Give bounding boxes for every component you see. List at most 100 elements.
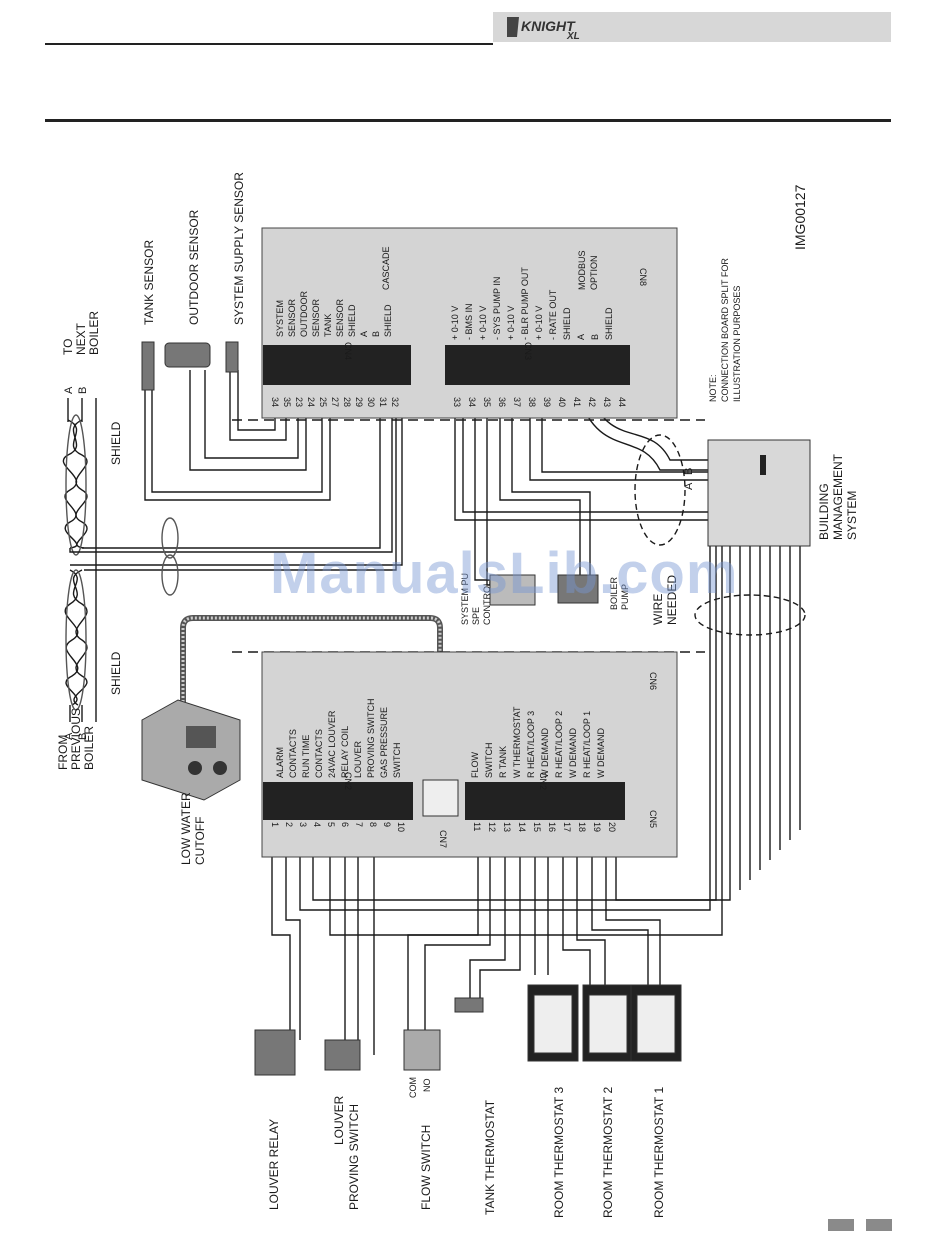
bms-a-label: A	[683, 482, 695, 490]
cn4-label: SHIELD	[383, 304, 393, 337]
bms-label: MANAGEMENT	[831, 453, 845, 540]
modbus-label: OPTION	[589, 255, 599, 290]
system-pump-label: CONTROL	[482, 581, 492, 625]
note-text: NOTE:	[708, 374, 718, 402]
louver-relay-label: LOUVER RELAY	[267, 1119, 281, 1210]
wire-note-label: WIRE	[651, 594, 665, 625]
cn2-right-label: W THERMOSTAT	[512, 706, 522, 778]
sensor-label: SYSTEM SUPPLY SENSOR	[232, 172, 246, 325]
cn2-left-label: GAS PRESSURE	[379, 707, 389, 778]
cn2-left-terminal: 3	[298, 822, 308, 827]
boiler-pump-label: BOILER	[609, 576, 619, 610]
thermostat-icons	[254, 984, 682, 1076]
cn2-right-terminal: 19	[592, 822, 602, 832]
to-next-boiler-label: BOILER	[87, 311, 101, 355]
cn2-left-name: CN2	[343, 772, 353, 790]
cn3-label: SHIELD	[562, 307, 572, 340]
cn4-terminal: 30	[366, 397, 376, 407]
footer-tab-left	[828, 1219, 854, 1231]
cn2-left-label: PROVING SWITCH	[366, 698, 376, 778]
cn3-label: B	[590, 334, 600, 340]
cn3-terminal: 39	[542, 397, 552, 407]
cn2-left-label: RELAY COIL	[340, 726, 350, 778]
cn2-left-terminal: 10	[396, 822, 406, 832]
cn2-right-label: W DEMAND	[568, 728, 578, 778]
section-rule	[45, 119, 891, 122]
wire-note-label: NEEDED	[665, 575, 679, 625]
cn6-label: CN6	[648, 672, 658, 690]
bms-label: SYSTEM	[845, 491, 859, 540]
boiler-pump-label: PUMP	[620, 584, 630, 610]
cn2-left-label: LOUVER	[353, 740, 363, 778]
cn8-label: CN8	[638, 268, 648, 286]
cascade-label: CASCADE	[381, 246, 391, 290]
cn2-right-terminal: 16	[547, 822, 557, 832]
note-text: ILLUSTRATION PURPOSES	[732, 286, 742, 402]
cn3-label: - BLR PUMP OUT	[520, 267, 530, 340]
cn2-left-terminal: 4	[312, 822, 322, 827]
sensor-label: OUTDOOR SENSOR	[187, 209, 201, 325]
cn2-right-label: R HEAT/LOOP 2	[554, 711, 564, 778]
cn4-terminal: 27	[330, 397, 340, 407]
cn2-right-label: W DEMAND	[540, 728, 550, 778]
cn3-terminal: 33	[452, 397, 462, 407]
cn3-terminal: 43	[602, 397, 612, 407]
cn2-right-label: R HEAT/LOOP 1	[582, 711, 592, 778]
cn2-right-terminal: 11	[472, 822, 482, 831]
svg-text:KNIGHT: KNIGHT	[521, 18, 576, 34]
cn3-terminal: 35	[482, 397, 492, 407]
room-thermostat-2-label: ROOM THERMOSTAT 2	[601, 1087, 615, 1218]
cn2-right-terminal: 14	[517, 822, 527, 832]
louver-label: LOUVER	[332, 1095, 346, 1145]
cn2-right-label: R TANK	[498, 746, 508, 778]
cn2-left-label: CONTACTS	[314, 729, 324, 778]
cn3-terminal: 44	[617, 397, 627, 407]
flow-switch-label: FLOW SWITCH	[419, 1125, 433, 1210]
cn3-terminal: 38	[527, 397, 537, 407]
image-id: IMG00127	[792, 184, 808, 250]
cn4-label: TANK	[323, 314, 333, 337]
wire-a-label: A	[63, 732, 75, 740]
cn2-left-terminal: 6	[340, 822, 350, 827]
cn4-terminal: 24	[306, 397, 316, 407]
sensor-icons	[141, 341, 239, 391]
cn4-terminal: 35	[282, 397, 292, 407]
cn3-terminal: 42	[587, 397, 597, 407]
bms-box	[707, 439, 811, 547]
cn3-label: + 0-10 V	[534, 306, 544, 340]
to-next-boiler-label: TO	[61, 339, 75, 355]
cn2-left-label: SWITCH	[392, 743, 402, 779]
lower-board	[261, 651, 678, 858]
cn2-left-label: RUN TIME	[301, 735, 311, 778]
cn4-label: SENSOR	[335, 298, 345, 337]
flow-switch-no-label: NO	[422, 1079, 432, 1093]
to-next-boiler-label: NEXT	[74, 322, 88, 355]
cn7-label: CN7	[438, 830, 448, 848]
cn2-right-terminal: 12	[487, 822, 497, 832]
cn3-label: - SYS PUMP IN	[492, 277, 502, 340]
from-previous-boiler-label: FROM	[56, 735, 70, 770]
cn3-label: SHIELD	[604, 307, 614, 340]
room-thermostat-1-label: ROOM THERMOSTAT 1	[652, 1087, 666, 1218]
cn4-terminal: 34	[270, 397, 280, 407]
cn2-left-terminal: 8	[368, 822, 378, 827]
system-pump-label: SPE	[471, 607, 481, 625]
cn2-right-label: SWITCH	[484, 743, 494, 779]
footer-tab-right	[866, 1219, 892, 1231]
cn3-label: - BMS IN	[464, 303, 474, 340]
cn4-name: CN4	[343, 342, 353, 360]
cn4-terminal: 23	[294, 397, 304, 407]
cn2-right-label: FLOW	[470, 751, 480, 778]
shield-label: SHIELD	[109, 421, 123, 465]
low-water-cutoff-label: LOW WATER	[179, 792, 193, 865]
system-pump-label: SYSTEM PU	[460, 573, 470, 625]
from-previous-boiler-label: BOILER	[82, 726, 96, 770]
cn3-terminal: 36	[497, 397, 507, 407]
flow-switch-com-label: COM	[408, 1077, 418, 1098]
cn2-left-terminal: 5	[326, 822, 336, 827]
wire-b-label: B	[77, 387, 89, 394]
cn2-left-label: CONTACTS	[288, 729, 298, 778]
cn2-left-terminal: 2	[284, 822, 294, 827]
